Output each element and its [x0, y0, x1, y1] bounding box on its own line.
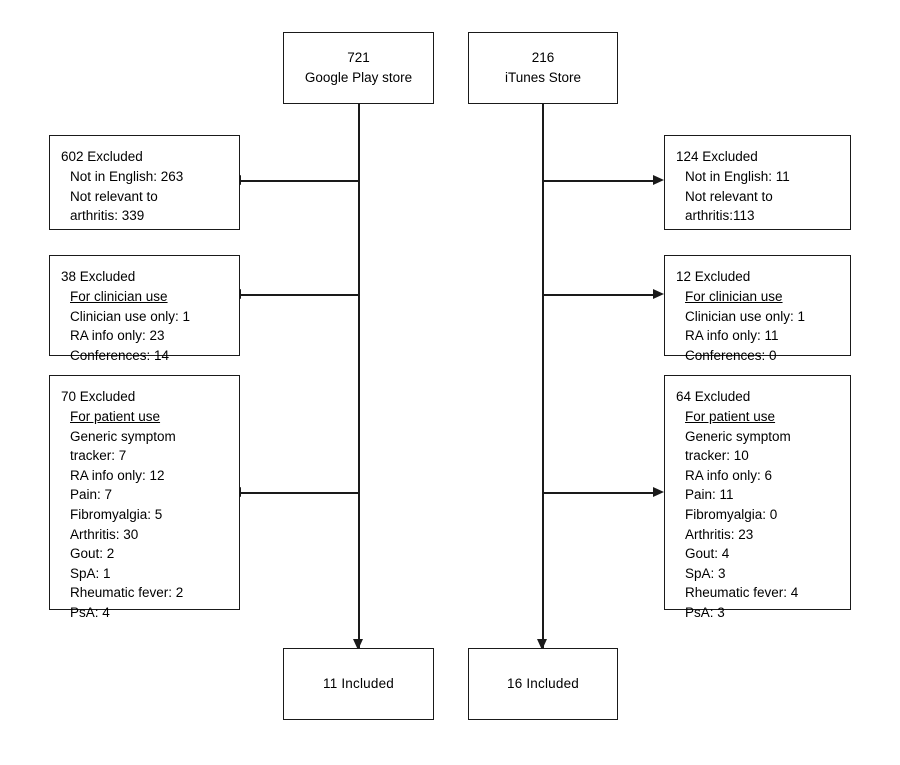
source-name-itunes: iTunes Store: [504, 70, 582, 85]
exclusion-line: Gout: 4: [685, 546, 730, 562]
exclusion-line: Not relevant to: [70, 188, 158, 204]
exclusion-line-heading: For clinician use: [70, 289, 168, 304]
exclusion-title: 64 Excluded: [676, 389, 751, 404]
connector-branch-itunes-1: [543, 180, 653, 182]
connector-branch-itunes-3: [543, 492, 653, 494]
exclusion-box-google-play-3: 70 Excluded For patient use Generic symp…: [49, 375, 240, 620]
arrowhead-google-play-included: [353, 639, 364, 650]
exclusion-line: Pain: 7: [70, 487, 113, 503]
exclusion-line: arthritis: 339: [70, 208, 145, 224]
exclusion-line: SpA: 3: [685, 565, 726, 581]
arrowhead-itunes-3: [653, 487, 664, 498]
included-label: 11 Included: [322, 676, 394, 692]
exclusion-line: Arthritis: 30: [70, 526, 139, 542]
exclusion-line: Arthritis: 23: [685, 526, 754, 542]
exclusion-title: 38 Excluded: [61, 269, 136, 284]
exclusion-line: RA info only: 6: [685, 467, 773, 483]
exclusion-line: Not relevant to: [685, 188, 773, 204]
exclusion-line: RA info only: 12: [70, 467, 165, 483]
exclusion-line-heading: For patient use: [685, 409, 776, 424]
exclusion-line: Conferences: 0: [685, 347, 777, 363]
exclusion-line: PsA: 4: [70, 604, 110, 620]
exclusion-line: Not in English: 11: [685, 169, 790, 184]
exclusion-line: Pain: 11: [685, 487, 734, 503]
exclusion-line: arthritis:113: [685, 208, 755, 224]
connector-branch-google-play-3: [240, 492, 359, 494]
exclusion-line: Gout: 2: [70, 546, 115, 562]
exclusion-box-google-play-2: 38 Excluded For clinician use Clinician …: [49, 255, 240, 363]
exclusion-line: PsA: 3: [685, 604, 725, 620]
exclusion-line: Clinician use only: 1: [70, 308, 191, 324]
exclusion-title: 602 Excluded: [61, 149, 143, 164]
exclusion-line: Generic symptom: [685, 428, 791, 444]
source-count-google-play: 721: [347, 50, 370, 66]
exclusion-line-heading: For patient use: [70, 409, 161, 424]
connector-branch-google-play-2: [240, 294, 359, 296]
included-label: 16 Included: [506, 676, 579, 692]
connector-branch-itunes-2: [543, 294, 653, 296]
exclusion-line: Fibromyalgia: 5: [70, 506, 163, 522]
exclusion-line: Generic symptom: [70, 428, 176, 444]
exclusion-line: Clinician use only: 1: [685, 308, 806, 324]
exclusion-line: RA info only: 23: [70, 328, 165, 344]
exclusion-line: Fibromyalgia: 0: [685, 506, 778, 522]
exclusion-line-heading: For clinician use: [685, 289, 783, 304]
exclusion-line: Rheumatic fever: 4: [685, 585, 799, 601]
exclusion-box-itunes-1: 124 Excluded Not in English: 11 Not rele…: [664, 135, 851, 230]
exclusion-box-itunes-2: 12 Excluded For clinician use Clinician …: [664, 255, 851, 363]
source-box-google-play: 721 Google Play store: [283, 32, 434, 104]
exclusion-line: SpA: 1: [70, 565, 111, 581]
exclusion-line: tracker: 10: [685, 448, 749, 464]
exclusion-title: 70 Excluded: [61, 389, 136, 404]
source-box-itunes: 216 iTunes Store: [468, 32, 618, 104]
connector-branch-google-play-1: [240, 180, 359, 182]
connector-trunk-itunes: [542, 104, 544, 650]
exclusion-title: 124 Excluded: [676, 149, 758, 164]
arrowhead-itunes-included: [537, 639, 548, 650]
exclusion-line: Conferences: 14: [70, 347, 170, 363]
exclusion-line: Rheumatic fever: 2: [70, 585, 184, 601]
included-box-itunes: 16 Included: [468, 648, 618, 720]
exclusion-line: Not in English: 263: [70, 169, 184, 184]
exclusion-title: 12 Excluded: [676, 269, 751, 284]
source-name-google-play: Google Play store: [304, 70, 413, 85]
connector-trunk-google-play: [358, 104, 360, 650]
source-count-itunes: 216: [531, 50, 555, 66]
exclusion-box-google-play-1: 602 Excluded Not in English: 263 Not rel…: [49, 135, 240, 230]
arrowhead-itunes-2: [653, 289, 664, 300]
arrowhead-itunes-1: [653, 175, 664, 186]
included-box-google-play: 11 Included: [283, 648, 434, 720]
exclusion-line: RA info only: 11: [685, 328, 779, 344]
exclusion-line: tracker: 7: [70, 448, 127, 464]
exclusion-box-itunes-3: 64 Excluded For patient use Generic symp…: [664, 375, 851, 620]
